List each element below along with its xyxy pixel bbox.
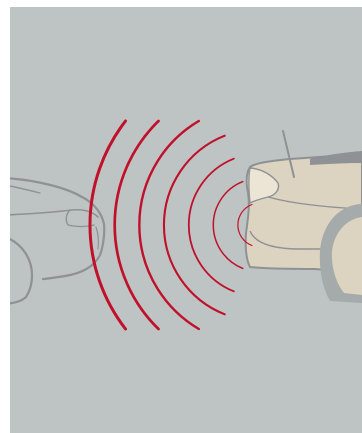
parking-sensor-illustration (10, 7, 362, 433)
scene-canvas (10, 7, 362, 433)
